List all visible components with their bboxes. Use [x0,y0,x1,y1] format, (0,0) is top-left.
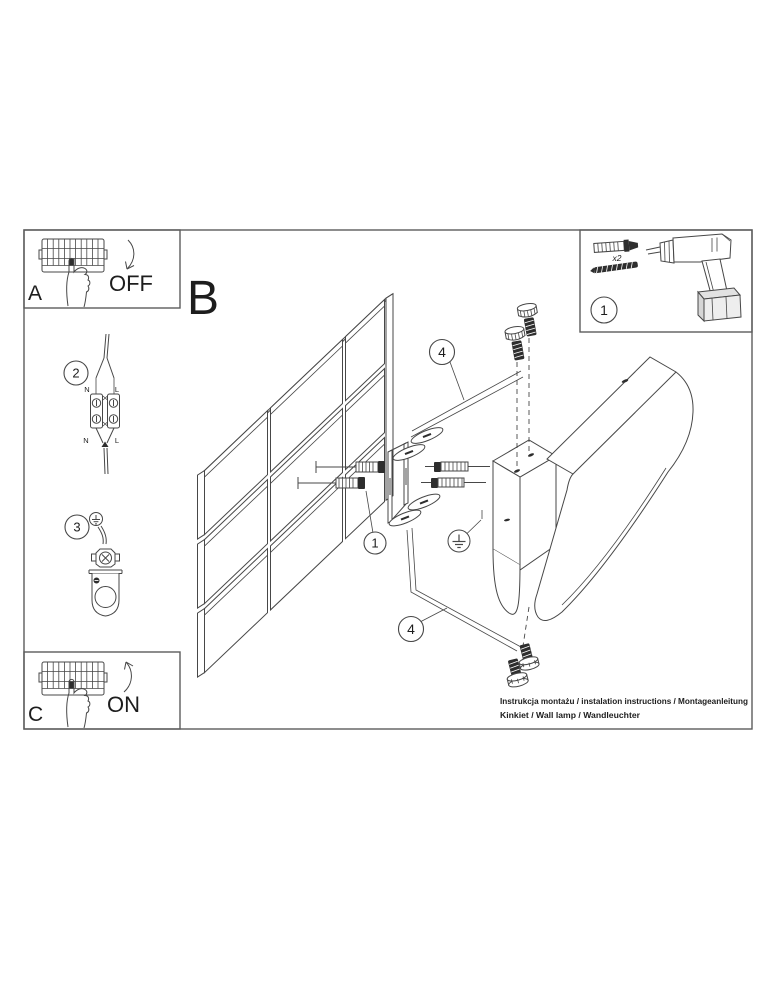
step-number: 2 [72,366,79,381]
breaker-panel-icon [38,238,108,273]
wire-label-n: N [84,385,89,394]
wire-label-l: L [115,436,119,445]
caption-line-1: Instrukcja montażu / instalation instruc… [500,696,748,706]
section-letter-a: A [28,282,42,305]
figure-letter-b: B [187,272,219,325]
step-c-power-on: C ON [23,651,181,730]
terminal-block [90,393,120,429]
switch-state-off: OFF [109,271,153,296]
ground-symbol-small [89,512,103,526]
step-number: 3 [73,520,80,535]
callout-bracket-screws: 1 [363,490,387,555]
switch-state-on: ON [107,692,140,717]
wire-label-n: N [83,436,88,445]
step-3-grounding: 3 [64,512,123,617]
arrow-up-icon [123,661,134,693]
caption-line-2: Kinkiet / Wall lamp / Wandleuchter [500,710,641,720]
wall-bracket [387,427,444,527]
screw-hole [527,453,535,457]
bracket-tab [388,509,422,527]
hand-icon [66,678,91,729]
dowel-head [358,477,365,489]
bracket-tab [392,444,426,461]
arrow-down-icon [125,239,135,270]
callout-number: 4 [438,344,446,360]
callout-number: 4 [407,621,415,637]
mounting-screws-and-dowels [297,461,385,489]
parts-box: x2 1 [579,229,753,333]
lamp-shade [534,356,694,622]
screw-hole [513,469,521,473]
screw-hole [621,379,629,383]
section-letter-c: C [28,703,43,726]
step-a-power-off: A OFF [23,229,181,309]
alignment-lines [406,370,524,652]
wire-label-l: L [115,385,119,394]
callout-number: 1 [371,536,378,551]
screw-axis [522,606,530,647]
callout-cover-screws-top: 4 [428,338,465,401]
cover-screw-bottom-rear [518,643,540,671]
quantity-label: x2 [612,253,622,263]
bracket-tab [407,493,441,511]
parts-step-circle [590,296,618,324]
wall-plug-icon [593,239,639,253]
lamp-body [492,439,557,615]
spare-dowels [421,461,490,488]
screw-icon [590,261,638,274]
cover-screw-top-rear [516,302,538,337]
wall-panels [197,292,394,679]
hand-icon [66,257,91,308]
cover-screw-bottom-front [506,658,529,688]
caption: Instrukcja montażu / instalation instruc… [500,696,748,720]
ground-symbol [447,510,483,553]
dowel-head [378,461,385,473]
callout-cover-screws-bottom: 4 [397,607,448,643]
step-2-wiring: 2 N L N L [63,333,120,475]
ground-terminal [91,548,120,568]
drill-icon [645,233,742,323]
parts-step-number: 1 [600,302,608,318]
breaker-panel-icon [38,661,108,696]
bracket-tab [410,427,444,444]
outer-frame [23,229,753,730]
mounting-plate [88,569,123,617]
wall-right-edge [385,292,394,502]
cover-screw-top-front [504,325,526,361]
